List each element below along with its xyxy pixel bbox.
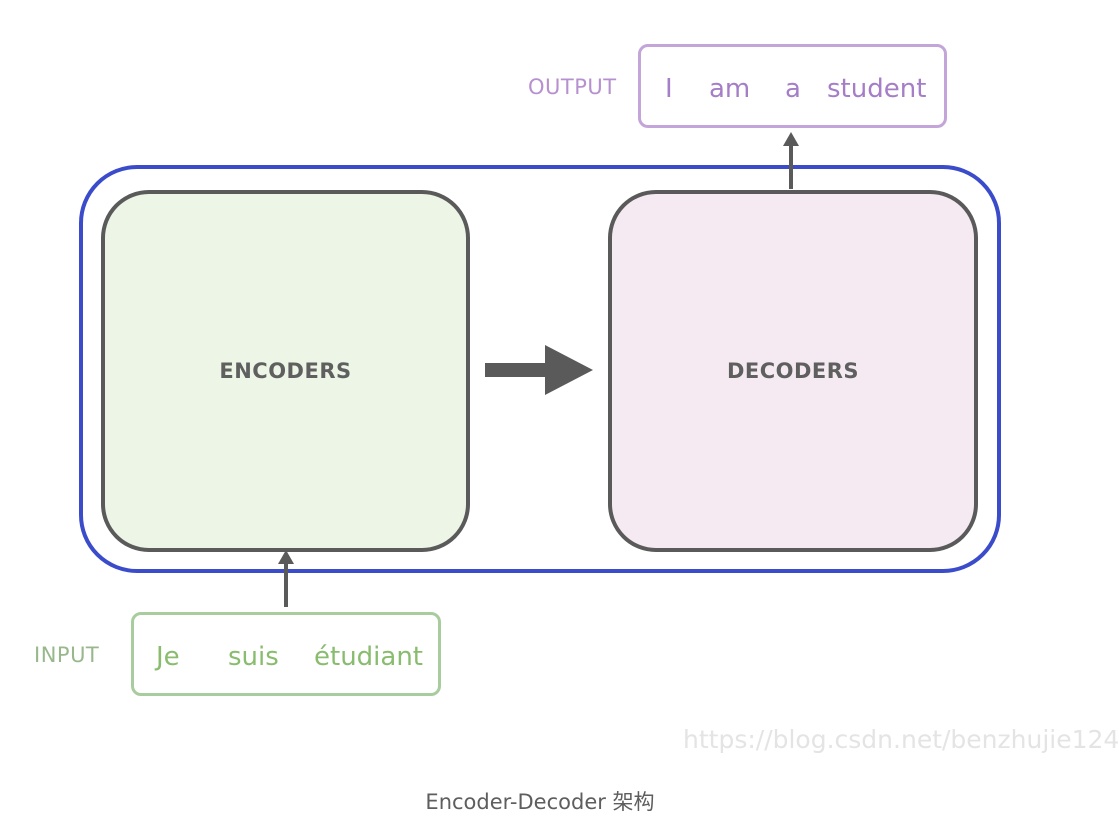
output-label: OUTPUT xyxy=(528,75,617,99)
output-arrow-up-icon xyxy=(783,132,799,146)
source-watermark: https://blog.csdn.net/benzhujie124 xyxy=(683,725,1119,754)
input-arrow-up-icon xyxy=(278,550,294,564)
output-arrow-shaft xyxy=(789,144,793,189)
encoder-to-decoder-arrow-icon xyxy=(545,345,593,395)
encoders-block: ENCODERS xyxy=(101,190,470,552)
encoder-to-decoder-arrow-shaft xyxy=(485,363,547,377)
output-token: student xyxy=(827,74,927,104)
input-token: étudiant xyxy=(314,642,424,672)
figure-caption: Encoder-Decoder 架构 xyxy=(425,790,655,814)
input-sentence-box: Je suis étudiant xyxy=(131,612,441,696)
input-arrow-shaft xyxy=(284,562,288,607)
encoders-label: ENCODERS xyxy=(219,359,352,383)
output-token: am xyxy=(709,74,751,104)
output-sentence-box: I am a student xyxy=(638,44,947,128)
output-token: a xyxy=(785,74,801,104)
decoders-label: DECODERS xyxy=(726,359,860,383)
encoder-decoder-container xyxy=(79,165,1001,573)
input-token: Je xyxy=(156,642,180,672)
input-token: suis xyxy=(228,642,279,672)
decoders-block: DECODERS xyxy=(608,190,978,552)
input-label: INPUT xyxy=(34,643,100,667)
output-token: I xyxy=(665,74,673,104)
